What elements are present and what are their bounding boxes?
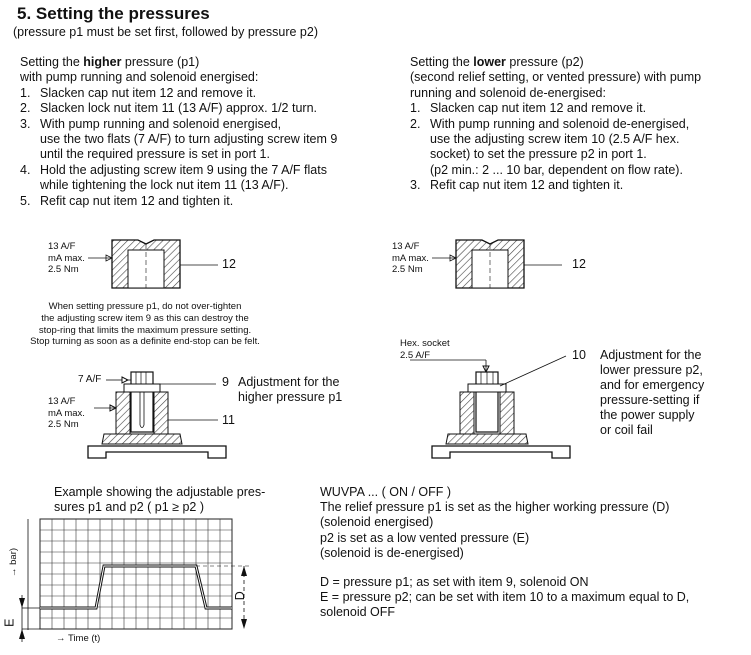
wuvpa-block: WUVPA ... ( ON / OFF ) The relief pressu… xyxy=(320,485,689,621)
cap-nut-right xyxy=(432,239,562,289)
step-item: 3. Refit cap nut item 12 and tighten it. xyxy=(410,178,701,193)
step-line: Refit cap nut item 12 and tighten it. xyxy=(430,178,624,193)
cap-left-item-number: 12 xyxy=(222,257,236,271)
step-number: 5. xyxy=(20,193,31,208)
graph-d-label: D xyxy=(232,591,247,601)
step-item: 5. Refit cap nut item 12 and tighten it. xyxy=(20,194,337,209)
step-line: Slacken lock nut item 11 (13 A/F) approx… xyxy=(40,101,317,116)
step-line: while tightening the lock nut item 11 (1… xyxy=(40,178,289,193)
wuvpa-def: D = pressure p1; as set with item 9, sol… xyxy=(320,575,589,590)
step-item: 1. Slacken cap nut item 12 and remove it. xyxy=(20,86,337,101)
cap-right-torque-label: 13 A/F mA max. 2.5 Nm xyxy=(392,241,429,276)
step-number: 1. xyxy=(20,85,31,100)
step-line: Hold the adjusting screw item 9 using th… xyxy=(40,162,327,177)
item-9-description: Adjustment for the higher pressure p1 xyxy=(238,375,343,405)
valve-diagram-right xyxy=(410,355,571,459)
wuvpa-heading: WUVPA ... ( ON / OFF ) xyxy=(320,485,452,499)
item-11-number: 11 xyxy=(222,413,235,427)
step-number: 3. xyxy=(410,178,421,193)
pressure-time-graph xyxy=(19,518,250,642)
cap-right-item-number: 12 xyxy=(572,257,586,271)
higher-pressure-intro: with pump running and solenoid energised… xyxy=(20,70,259,85)
wuvpa-line: p2 is set as a low vented pressure (E) xyxy=(320,530,530,545)
wuvpa-line: The relief pressure p1 is set as the hig… xyxy=(320,500,670,515)
hex-socket-label: Hex. socket 2.5 A/F xyxy=(400,338,450,361)
graph-y-label: → bar) xyxy=(8,547,19,577)
step-number: 2. xyxy=(410,116,421,131)
lower-pressure-steps: 1. Slacken cap nut item 12 and remove it.… xyxy=(410,101,701,193)
af7-label: 7 A/F xyxy=(78,374,102,385)
step-line: until the required pressure is set in po… xyxy=(40,147,270,162)
valve-diagram-left xyxy=(87,371,227,459)
step-number: 3. xyxy=(20,116,31,131)
step-item: 4. Hold the adjusting screw item 9 using … xyxy=(20,163,337,194)
step-line: use the two flats (7 A/F) to turn adjust… xyxy=(40,132,338,147)
step-text: With pump running and solenoid de-energi… xyxy=(430,117,689,179)
step-item: 3. With pump running and solenoid energis… xyxy=(20,117,337,163)
step-number: 1. xyxy=(410,101,421,116)
item-9-number: 9 xyxy=(222,375,229,389)
step-text: With pump running and solenoid energised… xyxy=(40,117,337,163)
item-10-description: Adjustment for the lower pressure p2, an… xyxy=(600,348,705,437)
step-item: 1. Slacken cap nut item 12 and remove it. xyxy=(410,101,701,116)
higher-pressure-instructions: Setting the higher pressure (p1) with pu… xyxy=(20,55,337,209)
valve-left-torque-label: 13 A/F mA max. 2.5 Nm xyxy=(48,396,85,431)
higher-pressure-heading: Setting the higher pressure (p1) xyxy=(20,55,200,69)
lower-pressure-intro-2: running and solenoid de-energised: xyxy=(410,85,606,100)
lower-pressure-intro-1: (second relief setting, or vented pressu… xyxy=(410,70,702,85)
step-number: 2. xyxy=(20,101,31,116)
warning-note: When setting pressure p1, do not over-ti… xyxy=(30,301,260,348)
step-line: Slacken cap nut item 12 and remove it. xyxy=(430,101,647,116)
step-line: use the adjusting screw item 10 (2.5 A/F… xyxy=(430,132,680,147)
section-title: 5. Setting the pressures xyxy=(17,4,210,23)
step-line: Refit cap nut item 12 and tighten it. xyxy=(40,193,234,208)
step-line: With pump running and solenoid de-energi… xyxy=(430,116,690,131)
step-line: Slacken cap nut item 12 and remove it. xyxy=(40,85,257,100)
cap-left-torque-label: 13 A/F mA max. 2.5 Nm xyxy=(48,241,85,276)
step-line: With pump running and solenoid energised… xyxy=(40,116,282,131)
step-text: Refit cap nut item 12 and tighten it. xyxy=(430,178,623,193)
wuvpa-line: (solenoid energised) xyxy=(320,515,434,530)
graph-x-label: → Time (t) xyxy=(56,633,101,644)
step-text: Slacken cap nut item 12 and remove it. xyxy=(430,101,646,116)
graph-e-label: E xyxy=(2,618,17,627)
section-subtitle: (pressure p1 must be set first, followed… xyxy=(13,25,318,39)
step-text: Hold the adjusting screw item 9 using th… xyxy=(40,163,327,194)
step-text: Slacken cap nut item 12 and remove it. xyxy=(40,86,256,101)
step-item: 2. With pump running and solenoid de-ener… xyxy=(410,117,701,179)
step-text: Slacken lock nut item 11 (13 A/F) approx… xyxy=(40,101,317,116)
graph-caption: Example showing the adjustable pres- sur… xyxy=(54,485,266,515)
step-number: 4. xyxy=(20,162,31,177)
lower-pressure-instructions: Setting the lower pressure (p2) (second … xyxy=(410,55,701,194)
higher-pressure-steps: 1. Slacken cap nut item 12 and remove it.… xyxy=(20,86,337,209)
cap-nut-left xyxy=(88,239,218,289)
lower-pressure-heading: Setting the lower pressure (p2) xyxy=(410,55,584,69)
step-line: (p2 min.: 2 ... 10 bar, dependent on flo… xyxy=(430,162,683,177)
step-item: 2. Slacken lock nut item 11 (13 A/F) appr… xyxy=(20,101,337,116)
wuvpa-def: solenoid OFF xyxy=(320,605,396,620)
step-text: Refit cap nut item 12 and tighten it. xyxy=(40,194,233,209)
step-line: socket) to set the pressure p2 in port 1… xyxy=(430,147,647,162)
wuvpa-line: (solenoid is de-energised) xyxy=(320,545,464,560)
item-10-number: 10 xyxy=(572,348,586,362)
wuvpa-def: E = pressure p2; can be set with item 10… xyxy=(320,590,690,605)
